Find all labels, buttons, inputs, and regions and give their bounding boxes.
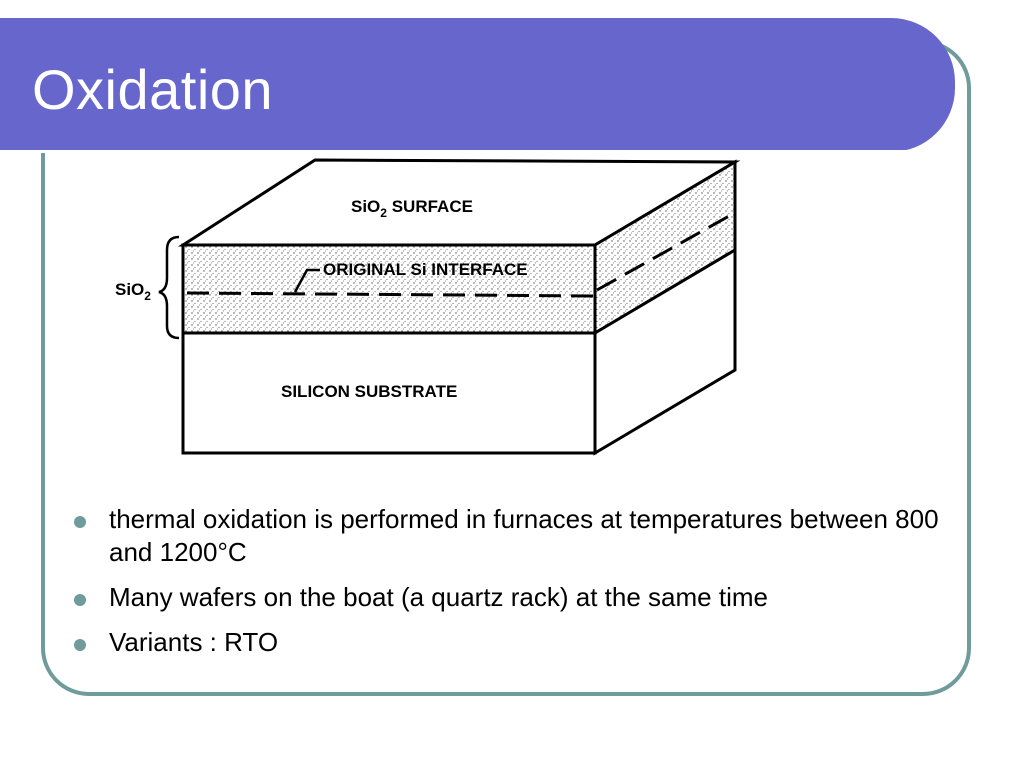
bullet-item: Variants : RTO: [72, 626, 952, 659]
bullet-text: Variants : RTO: [109, 627, 279, 657]
side-oxide-label: SiO2: [115, 280, 151, 303]
interface-dashed-front: [186, 291, 594, 298]
title-bar: Oxidation: [0, 18, 955, 153]
slide-title: Oxidation: [32, 58, 274, 121]
oxide-brace: [158, 235, 180, 340]
oxide-layer-front: [181, 243, 597, 335]
bullet-dot-icon: [74, 594, 86, 606]
bullet-dot-icon: [74, 639, 86, 651]
bullet-list: thermal oxidation is performed in furnac…: [72, 503, 952, 671]
interface-leader: [293, 268, 320, 293]
title-underline: [0, 150, 907, 153]
bullet-text: thermal oxidation is performed in furnac…: [109, 504, 939, 567]
substrate-side: [593, 247, 737, 456]
bullet-item: thermal oxidation is performed in furnac…: [72, 503, 952, 569]
interface-dashed-side: [596, 213, 732, 292]
interface-label: ORIGINAL Si INTERFACE: [323, 260, 528, 279]
substrate-label: SILICON SUBSTRATE: [281, 382, 457, 401]
oxidation-diagram: SiO2 SURFACE SiO2 ORIGINAL Si INTERFACE …: [115, 158, 741, 456]
bullet-dot-icon: [74, 516, 86, 528]
bullet-text: Many wafers on the boat (a quartz rack) …: [109, 582, 768, 612]
bullet-item: Many wafers on the boat (a quartz rack) …: [72, 581, 952, 614]
substrate-front: [181, 331, 597, 455]
top-surface-label: SiO2 SURFACE: [351, 197, 473, 220]
